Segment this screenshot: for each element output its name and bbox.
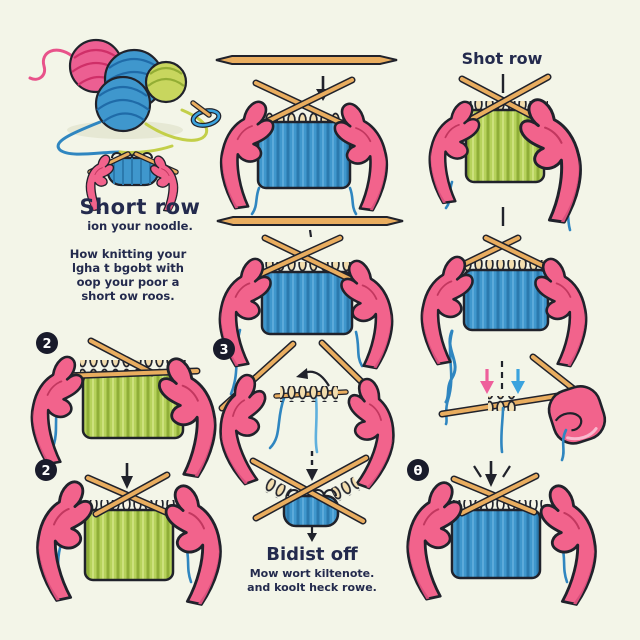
crossed-needle-right xyxy=(466,73,552,124)
panel-step-top-middle xyxy=(211,55,398,216)
panel-step-middle xyxy=(208,216,404,396)
fist-hand xyxy=(547,385,607,445)
panel-step-turn: 3 xyxy=(200,338,414,493)
stitch-coil xyxy=(280,386,338,402)
yarn-ball-green xyxy=(144,60,188,104)
intro-body-line2: lgha t bgobt with xyxy=(72,261,184,275)
panel-intro: Short row ion your noodle. How knitting … xyxy=(28,38,209,303)
shot-row-label: Shot row xyxy=(462,49,543,68)
bind-off-line1: Mow wort kiltenote. xyxy=(250,567,375,580)
intro-body-line4: short ow roos. xyxy=(81,289,174,303)
yarn-tail xyxy=(500,406,505,454)
yarn-tail xyxy=(348,186,358,216)
intro-body-line1: How knitting your xyxy=(70,247,187,261)
panel-shot-row: Shot row xyxy=(420,49,592,232)
blue-swatch xyxy=(462,268,550,332)
yarn-tail xyxy=(354,330,364,368)
horizontal-needle xyxy=(215,55,398,65)
pink-down-arrow xyxy=(480,369,494,394)
step-badge-number: 2 xyxy=(42,337,51,352)
horizontal-needle xyxy=(216,216,404,226)
hanging-yarn xyxy=(444,329,457,404)
bind-off-heading: Bidist off xyxy=(266,544,358,565)
mini-knitting-hands xyxy=(81,151,183,213)
diagonal-needle xyxy=(87,337,156,377)
small-down-arrow xyxy=(307,527,317,542)
step-badge-number: 2 xyxy=(41,464,50,479)
intro-heading: Short row xyxy=(80,195,201,219)
curved-arrow xyxy=(296,368,330,387)
needle-wraps xyxy=(261,476,292,503)
mini-swatch-ribs xyxy=(113,158,151,185)
yarn-tail xyxy=(250,186,261,216)
crossed-needle-left xyxy=(261,234,362,287)
step-badge: 2 xyxy=(35,459,57,481)
crossed-needle-right xyxy=(92,471,171,518)
bind-off-line2: and koolt heck rowe. xyxy=(247,581,377,594)
intro-subheading: ion your noodle. xyxy=(87,219,193,233)
yarn-ball-blue-front xyxy=(94,75,152,133)
yarn-tail xyxy=(314,396,319,454)
crossed-needle-right xyxy=(252,454,370,522)
yarn-tail xyxy=(268,396,286,450)
panel-step-pickup: 2 xyxy=(20,332,228,480)
crossed-needle-right xyxy=(458,472,540,517)
step-badge: θ xyxy=(407,459,429,481)
step-badge: 3 xyxy=(213,338,235,360)
needle-wraps xyxy=(330,476,361,503)
step-badge-number: 3 xyxy=(219,343,228,358)
emphasis-down-arrow xyxy=(473,461,511,487)
step-badge-number: θ xyxy=(414,464,423,479)
blue-swatch xyxy=(260,270,354,336)
panel-step-bottom-right: θ xyxy=(393,459,610,608)
yarn-tail xyxy=(560,428,568,462)
panel-bind-off: Bidist off Mow wort kiltenote. and koolt… xyxy=(247,451,377,594)
intro-body-line3: oop your poor a xyxy=(77,275,180,289)
step-badge: 2 xyxy=(36,332,58,354)
panel-step-bottom-left: 2 xyxy=(23,459,235,608)
blue-swatch xyxy=(450,508,542,580)
down-arrow xyxy=(121,463,133,489)
pointer-tick xyxy=(308,229,313,238)
panel-step-slip xyxy=(438,329,607,462)
yarn-loop-doodle xyxy=(190,100,222,128)
stitches-on-needle xyxy=(488,396,516,411)
blue-down-arrow xyxy=(511,369,525,394)
dashed-down-arrow xyxy=(306,451,318,481)
green-swatch xyxy=(83,508,175,582)
